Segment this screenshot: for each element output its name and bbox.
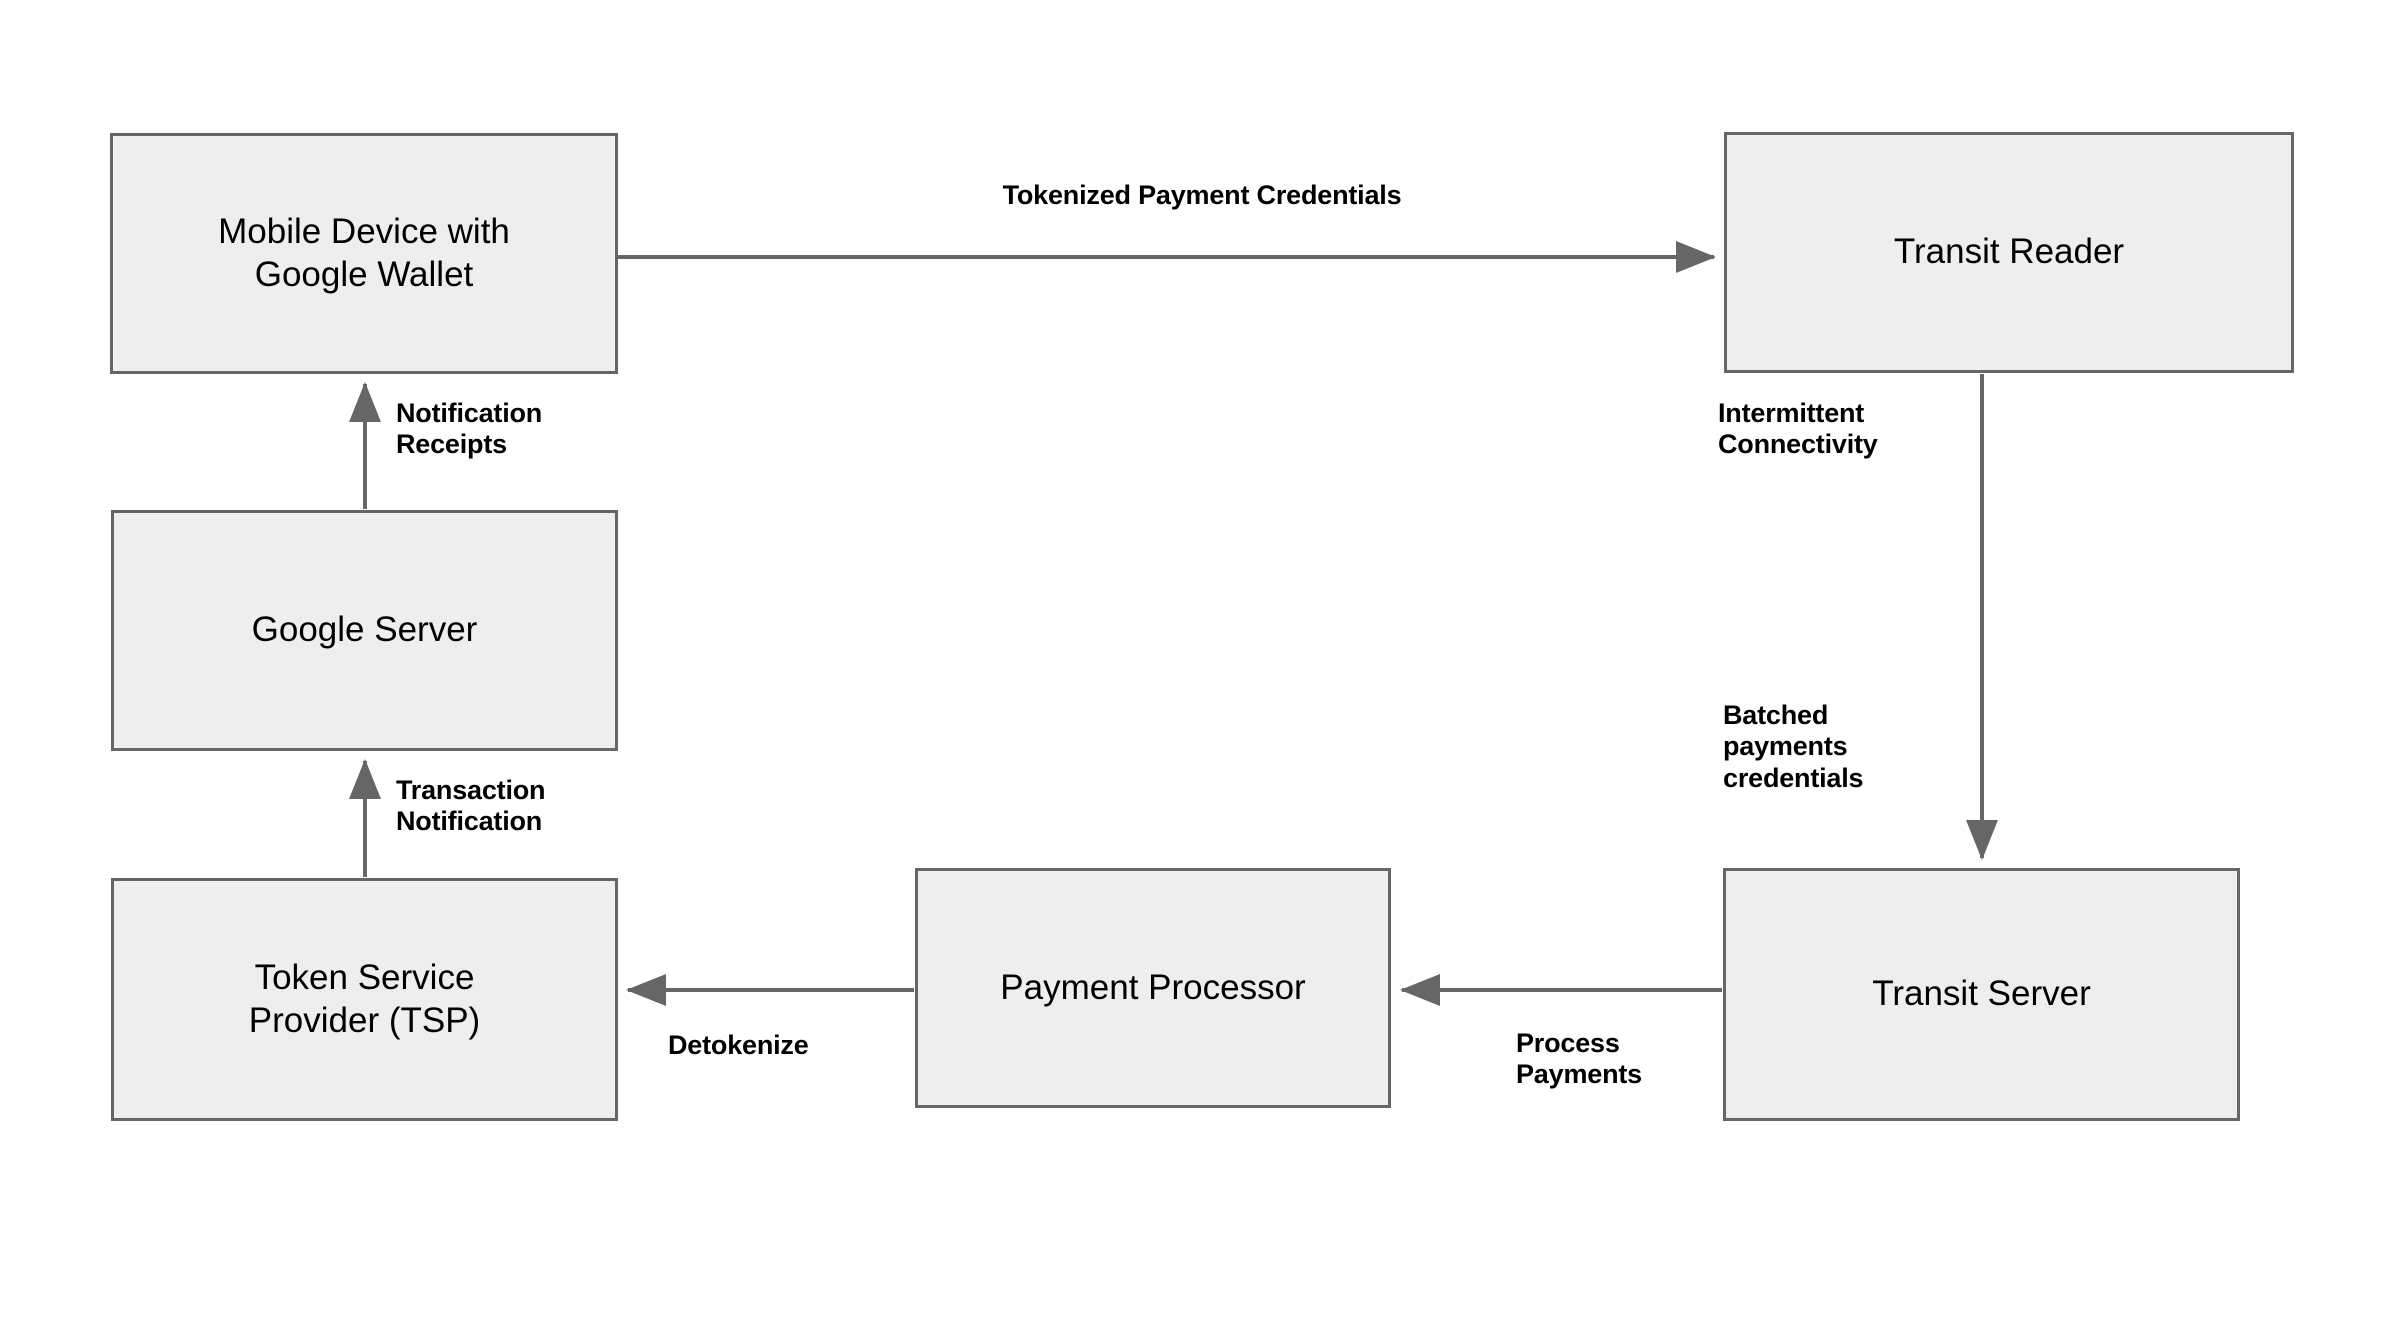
node-google-server-label: Google Server: [251, 610, 478, 650]
node-transit-reader[interactable]: Transit Reader: [1724, 132, 2294, 373]
node-transit-reader-label: Transit Reader: [1893, 232, 2125, 272]
node-google-server[interactable]: Google Server: [111, 510, 618, 751]
node-token-service-provider[interactable]: Token Service Provider (TSP): [111, 878, 618, 1121]
edge-label-transaction-notification: Transaction Notification: [396, 775, 546, 837]
node-transit-server[interactable]: Transit Server: [1723, 868, 2240, 1121]
edge-label-detokenize: Detokenize: [668, 1030, 809, 1060]
node-mobile-device-label: Mobile Device with Google Wallet: [218, 211, 510, 294]
edge-label-batched-payments-credentials: Batched payments credentials: [1723, 700, 1864, 793]
node-token-service-provider-label: Token Service Provider (TSP): [248, 957, 481, 1040]
edge-label-intermittent-connectivity: Intermittent Connectivity: [1718, 398, 1878, 460]
node-payment-processor-label: Payment Processor: [1000, 967, 1306, 1007]
edge-label-tokenized-payment-credentials: Tokenized Payment Credentials: [1002, 180, 1402, 210]
node-mobile-device[interactable]: Mobile Device with Google Wallet: [110, 133, 618, 374]
edge-label-process-payments: Process Payments: [1516, 1028, 1642, 1090]
node-transit-server-label: Transit Server: [1872, 974, 2091, 1014]
node-payment-processor[interactable]: Payment Processor: [915, 868, 1391, 1108]
edge-label-notification-receipts: Notification Receipts: [396, 398, 543, 460]
